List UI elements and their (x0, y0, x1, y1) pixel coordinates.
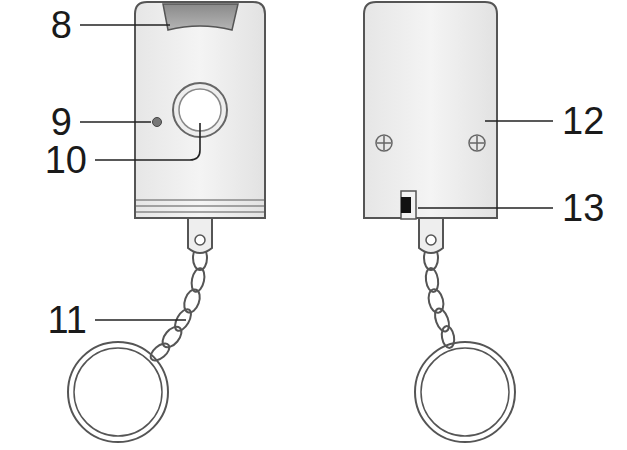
led-indicator (153, 118, 162, 127)
housing-screw (376, 135, 392, 151)
callout-number: 11 (46, 301, 89, 339)
callout-number: 9 (49, 103, 74, 141)
callout-number: 12 (560, 102, 606, 140)
leader-line (80, 25, 553, 320)
fob-tab (188, 216, 212, 253)
key-chain (415, 246, 515, 442)
key-ring (415, 342, 515, 442)
fob-back-housing (364, 2, 497, 218)
indicator-window (163, 4, 238, 30)
key-ring (68, 342, 168, 442)
fob-front-housing (135, 2, 265, 218)
callout-number: 10 (43, 141, 89, 179)
grip-ribs (136, 200, 264, 212)
callout-number: 13 (560, 189, 606, 227)
housing-screw (469, 135, 485, 151)
key-chain (68, 246, 207, 442)
slide-switch (401, 191, 416, 219)
callout-number: 8 (49, 6, 74, 44)
fob-tab (419, 216, 443, 253)
